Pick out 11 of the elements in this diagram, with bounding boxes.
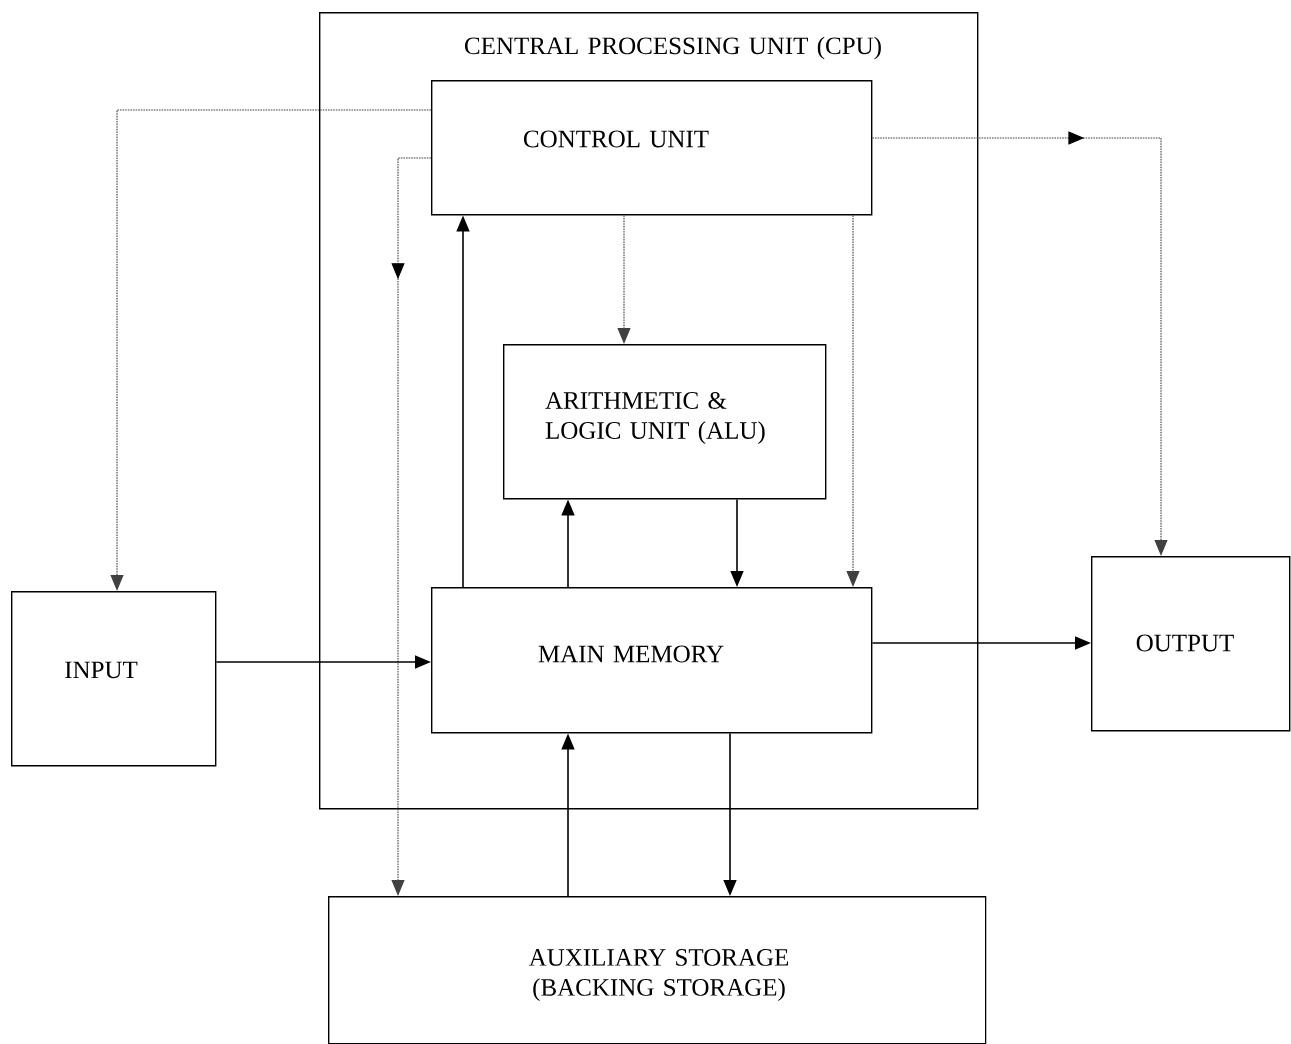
arrow [846, 214, 860, 587]
unit-box: INPUT [11, 591, 217, 767]
unit-box: OUTPUT [1091, 556, 1291, 732]
unit-box: CONTROL UNIT [431, 80, 873, 216]
unit-box: AUXILIARY STORAGE (BACKING STORAGE) [328, 896, 987, 1044]
unit-box: MAIN MEMORY [431, 587, 873, 734]
arrow [391, 157, 432, 896]
arrow [871, 131, 1168, 556]
arrow [110, 109, 432, 591]
arrow [617, 214, 631, 344]
unit-box: ARITHMETIC & LOGIC UNIT (ALU) [503, 344, 827, 500]
